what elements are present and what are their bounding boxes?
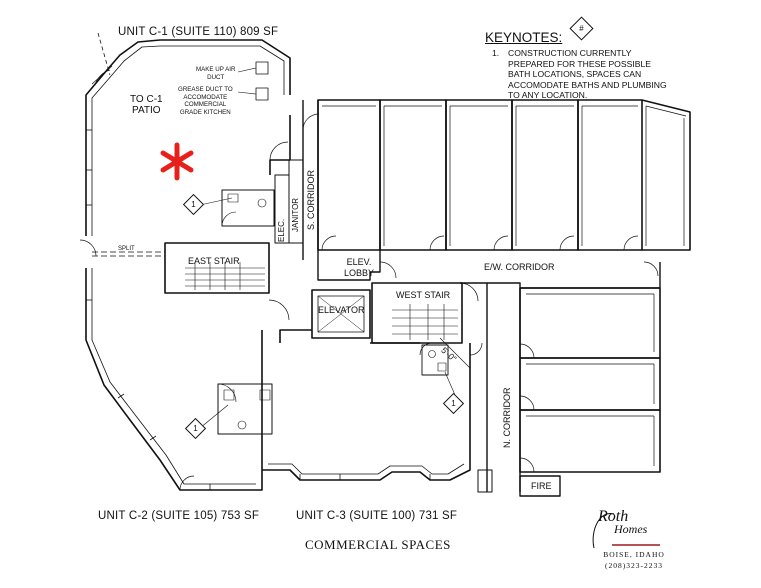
elev-lobby-line-1: ELEV. [346,257,372,267]
unit-c3-wall [262,329,471,481]
unit-c2-wall [85,268,263,491]
makeup-air-line-2: DUCT [207,73,225,81]
unit-c3-label: UNIT C-3 (SUITE 100) 731 SF [296,510,458,522]
keynote-tag-number: 1 [451,399,456,408]
asterisk-marker [160,142,194,181]
keynote-item: 1. CONSTRUCTION CURRENTLY PREPARED FOR T… [492,48,707,101]
grease-line-4: GRADE KITCHEN [179,108,231,116]
unit-c2-label: UNIT C-2 (SUITE 105) 753 SF [98,510,260,522]
makeup-air-note: MAKE UP AIR DUCT [196,66,235,81]
grease-line-2: ACCOMODATE [183,93,228,101]
keynote-tag-number: 1 [191,200,196,209]
s-corridor-label: S. CORRIDOR [306,169,316,230]
logo-homes: Homes [614,522,648,536]
west-stair-label: WEST STAIR [396,290,451,300]
grease-line-1: GREASE DUCT TO [178,86,233,93]
keynote-item-number: 1. [492,48,500,58]
east-stair-label: EAST STAIR [188,256,240,266]
company-logo: Roth Homes [598,508,647,537]
logo-phone: (208)323-2233 [605,561,663,570]
east-stair-box [164,242,270,294]
footer-title: COMMERCIAL SPACES [305,537,451,552]
logo-roth: Roth [598,508,629,525]
elevator-box [311,289,371,339]
patio-label: TO C-1 PATIO [130,94,163,116]
elevator-label: ELEVATOR [318,305,365,315]
grease-line-3: COMMERCIAL [184,101,227,108]
elec-label: ELEC. [277,218,286,242]
ew-corridor-label: E/W. CORRIDOR [484,262,555,272]
split-label: SPLIT [118,246,135,252]
janitor-label: JANITOR [291,197,300,232]
patio-label-line-2: PATIO [132,105,161,116]
elev-lobby-label: ELEV. LOBBY [344,257,374,279]
keynotes-title: KEYNOTES: [485,30,563,45]
keynote-symbol-text: # [579,24,584,33]
keynote-item-text: CONSTRUCTION CURRENTLY PREPARED FOR THES… [508,48,667,100]
unit-c1-label: UNIT C-1 (SUITE 110) 809 SF [118,26,279,38]
makeup-air-line-1: MAKE UP AIR [196,66,236,73]
keynote-tag-number: 1 [193,424,198,433]
unit-c1-wall [85,39,291,236]
grease-duct-note: GREASE DUCT TO ACCOMODATE COMMERCIAL GRA… [178,86,233,116]
patio-label-line-1: TO C-1 [130,94,163,105]
elev-lobby-line-2: LOBBY [344,268,375,278]
logo-city: BOISE, IDAHO [603,550,665,559]
unit-c1-wall-inner [91,45,285,236]
n-corridor-label: N. CORRIDOR [502,387,512,449]
fire-label: FIRE [531,481,552,491]
